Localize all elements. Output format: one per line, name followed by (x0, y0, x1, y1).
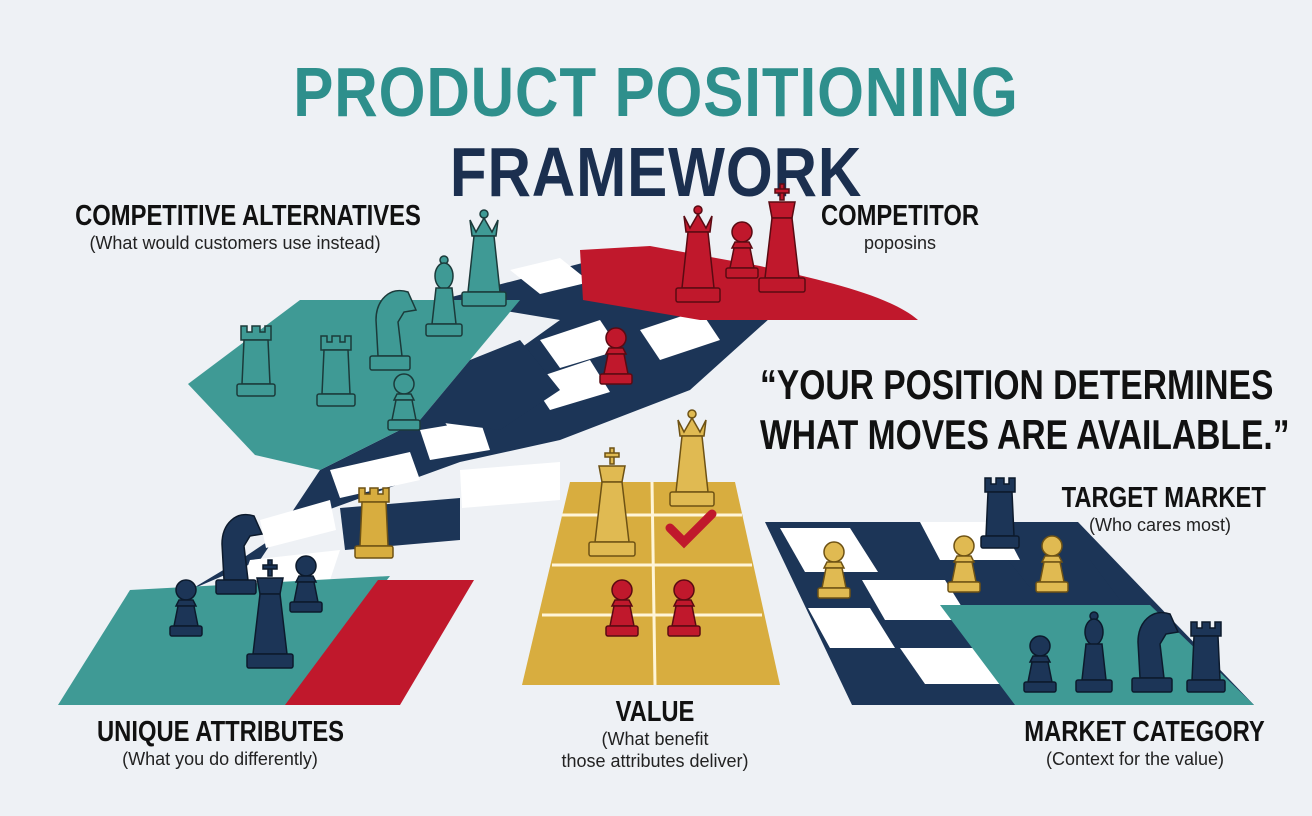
chess-rook-icon (1186, 621, 1226, 693)
market-category-sub: (Context for the value) (1045, 749, 1225, 769)
chess-rook-icon (354, 487, 394, 559)
value-heading: VALUE (615, 696, 695, 728)
unique-attributes-sub: (What you do differently) (122, 749, 318, 769)
title-part-2: FRAMEWORK (449, 133, 863, 211)
checkmark-icon (665, 509, 717, 549)
competitor-heading: COMPETITOR (820, 200, 980, 232)
target-market-label: TARGET MARKET (Who cares most) (1040, 482, 1280, 536)
market-category-label: MARKET CATEGORY (Context for the value) (1000, 716, 1270, 770)
value-board (522, 481, 780, 686)
chess-king-icon (758, 183, 806, 293)
competitive-alternatives-board (188, 300, 560, 470)
value-label: VALUE (What benefit those attributes del… (520, 696, 790, 772)
title-part-1: PRODUCT POSITIONING (293, 53, 1019, 131)
competitive-alternatives-label: COMPETITIVE ALTERNATIVES (What would cus… (40, 200, 430, 254)
target-market-heading: TARGET MARKET (1061, 482, 1266, 514)
market-category-heading: MARKET CATEGORY (1024, 716, 1265, 748)
competitive-alternatives-sub: (What would customers use instead) (89, 233, 381, 253)
unique-attributes-label: UNIQUE ATTRIBUTES (What you do different… (70, 716, 370, 770)
chess-queen-icon (669, 409, 715, 507)
quote-line-1: “YOUR POSITION DETERMINES (760, 361, 1274, 408)
competitor-board (580, 246, 918, 320)
unique-attributes-heading: UNIQUE ATTRIBUTES (97, 716, 345, 748)
value-sub-line-1: (What benefit (601, 729, 709, 749)
competitive-alternatives-heading: COMPETITIVE ALTERNATIVES (75, 200, 421, 232)
competitor-sub: poposins (863, 233, 937, 253)
value-sub-line-2: those attributes deliver) (561, 751, 749, 771)
chess-rook-icon (316, 335, 356, 407)
competitor-label: COMPETITOR poposins (800, 200, 1000, 254)
chess-rook-icon (980, 477, 1020, 549)
chess-queen-icon (461, 209, 507, 307)
target-market-sub: (Who cares most) (1088, 515, 1232, 535)
chess-rook-icon (236, 325, 276, 397)
quote-line-2: WHAT MOVES ARE AVAILABLE.” (760, 411, 1290, 458)
quote-text: “YOUR POSITION DETERMINES WHAT MOVES ARE… (760, 360, 1290, 460)
chess-pawn-icon (725, 221, 759, 279)
page-title: PRODUCT POSITIONING FRAMEWORK (92, 52, 1220, 212)
